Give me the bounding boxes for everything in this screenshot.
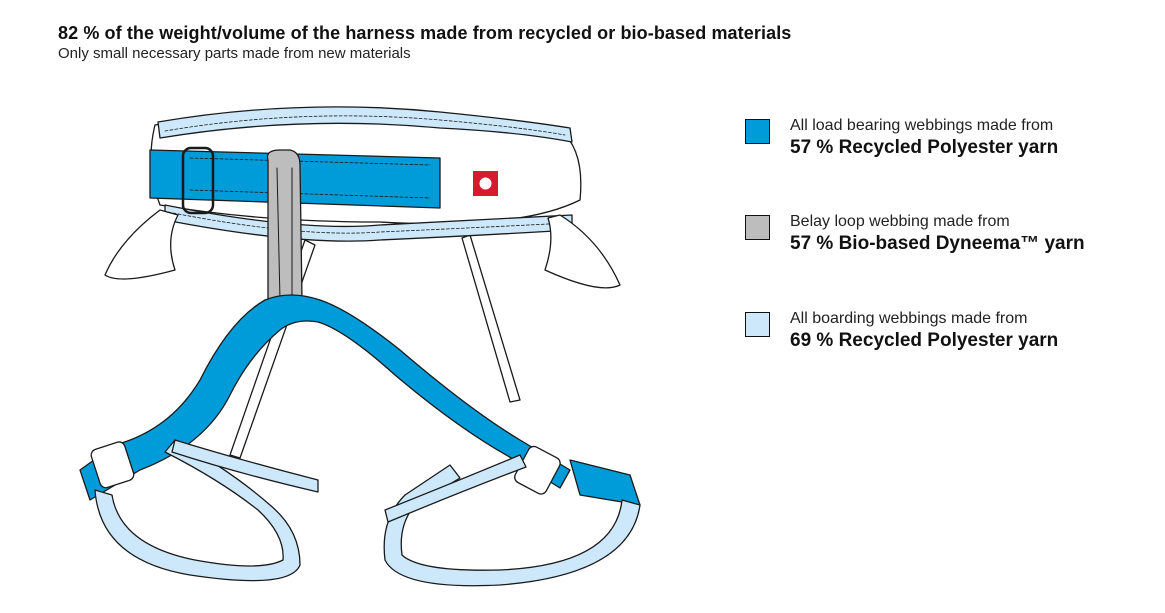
legend-item-belay-loop: Belay loop webbing made from 57 % Bio-ba… bbox=[745, 212, 1165, 262]
boarding-webbing-top bbox=[157, 106, 573, 143]
legend-description: Belay loop webbing made from bbox=[790, 213, 1010, 230]
header: 82 % of the weight/volume of the harness… bbox=[58, 22, 791, 63]
legend-item-load-bearing: All load bearing webbings made from 57 %… bbox=[745, 116, 1165, 166]
legend-description: All load bearing webbings made from bbox=[790, 117, 1054, 134]
gear-loop-left bbox=[104, 209, 179, 280]
legend-description: All boarding webbings made from bbox=[790, 310, 1028, 327]
load-bearing-swatch-icon bbox=[745, 119, 770, 144]
harness-illustration bbox=[79, 106, 641, 587]
load-bearing-leg-strap bbox=[79, 294, 571, 501]
right-leg-strap-end bbox=[569, 459, 641, 506]
legend-item-boarding: All boarding webbings made from 69 % Rec… bbox=[745, 309, 1165, 359]
waist-buckle bbox=[181, 146, 215, 215]
right-leg-loop-upper bbox=[384, 454, 527, 523]
legend-material: 57 % Bio-based Dyneema™ yarn bbox=[790, 233, 1085, 254]
left-leg-loop-upper bbox=[171, 439, 319, 493]
legend-material: 57 % Recycled Polyester yarn bbox=[790, 137, 1059, 158]
belay-loop-swatch-icon bbox=[745, 215, 770, 240]
page-title: 82 % of the weight/volume of the harness… bbox=[58, 23, 792, 43]
right-leg-loop bbox=[383, 464, 641, 587]
page-subtitle: Only small necessary parts made from new… bbox=[58, 45, 411, 62]
boarding-swatch-icon bbox=[745, 312, 770, 337]
left-leg-buckle bbox=[90, 441, 135, 489]
rear-elastic-strap bbox=[461, 234, 521, 403]
gear-loop-right bbox=[544, 214, 621, 289]
legend-material: 69 % Recycled Polyester yarn bbox=[790, 330, 1059, 351]
